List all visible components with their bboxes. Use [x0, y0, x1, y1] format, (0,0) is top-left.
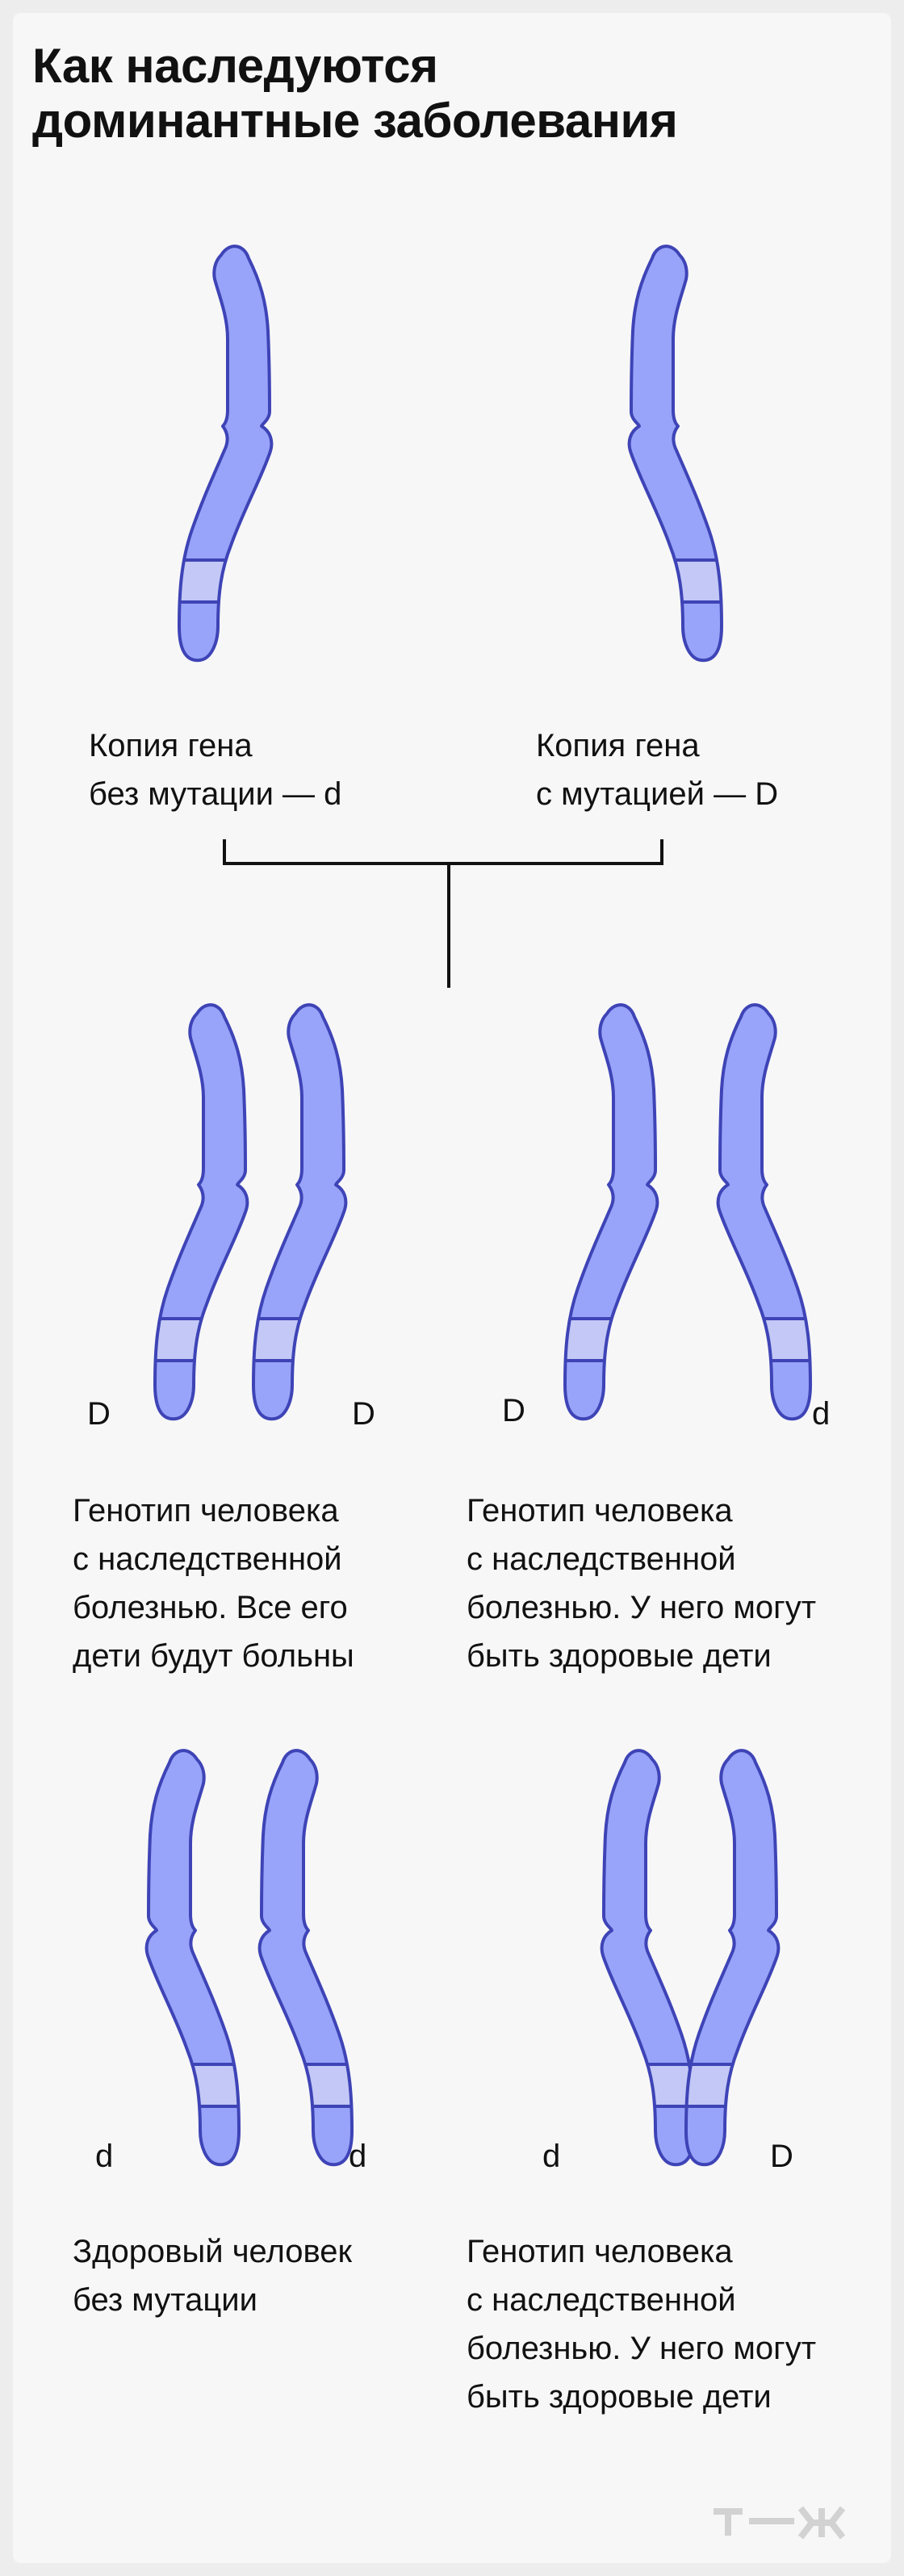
parent-caption-d: Копия гена без мутации — d: [89, 728, 342, 812]
genotype-3-chromosome-left: [144, 1749, 241, 2167]
genotype-4-caption: Генотип человека с наследственной болезн…: [467, 2234, 817, 2415]
genotype-1-caption: Генотип человека с наследственной болезн…: [73, 1493, 354, 1674]
genotype-3-chromosome-right: [257, 1749, 354, 2167]
genotype-2-chromosome-right: [716, 1003, 812, 1421]
title-line-1: Как наследуются: [32, 39, 438, 93]
genotype-3-allele-left: d: [95, 2139, 114, 2174]
genotype-1-allele-right: D: [352, 1396, 375, 1432]
genotype-3-allele-right: d: [349, 2139, 367, 2174]
genotype-3-caption: Здоровый человек без мутации: [73, 2234, 353, 2318]
genotype-1-allele-left: D: [87, 1396, 111, 1432]
genotype-4-chromosome-right: [684, 1749, 781, 2167]
genotype-1-chromosome-right: [252, 1003, 348, 1421]
title-line-2: доминантные заболевания: [32, 94, 678, 148]
genotype-2-chromosome-left: [563, 1003, 659, 1421]
chromosome-without-mutation: [178, 245, 274, 663]
genotype-1-chromosome-left: [153, 1003, 249, 1421]
infographic-card: [13, 13, 891, 2563]
parent-caption-D: Копия гена с мутацией — D: [536, 728, 779, 812]
tzh-logo-icon: [714, 2506, 846, 2540]
genotype-2-allele-left: D: [502, 1393, 525, 1428]
genotype-4-allele-left: d: [542, 2139, 561, 2174]
genotype-4-chromosome-left: [600, 1749, 696, 2167]
genotype-4-allele-right: D: [770, 2139, 793, 2174]
page-title: Как наследуются доминантные заболевания: [32, 39, 678, 148]
chromosome-with-mutation: [627, 245, 723, 663]
genotype-2-allele-right: d: [812, 1396, 831, 1432]
genotype-2-caption: Генотип человека с наследственной болезн…: [467, 1493, 817, 1674]
